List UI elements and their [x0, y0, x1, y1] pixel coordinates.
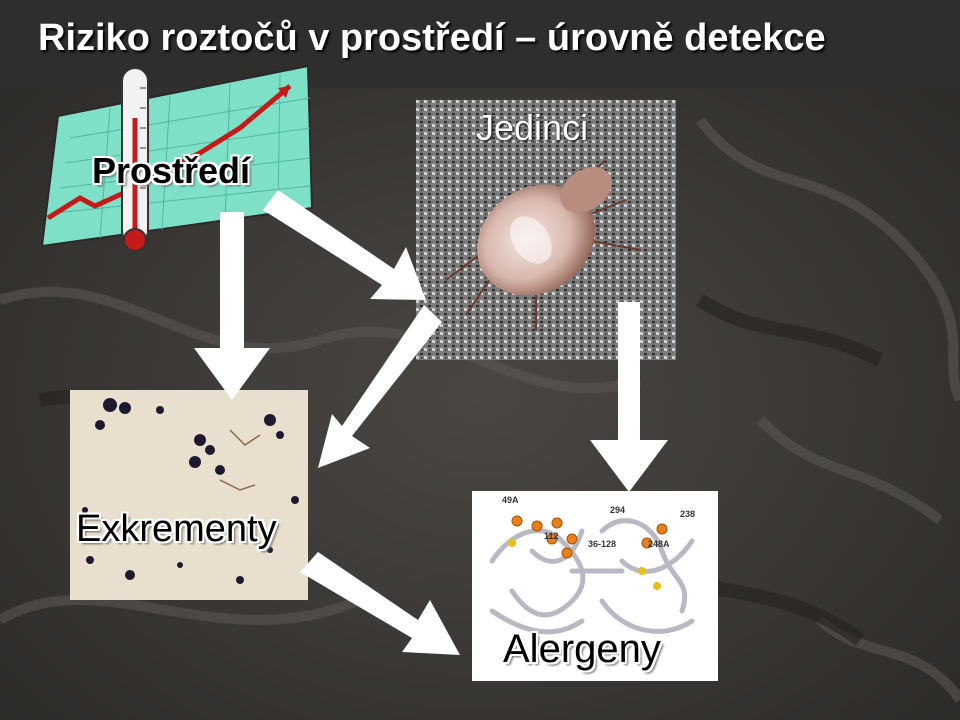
excrement-photo — [70, 390, 308, 600]
individuals-label: Jedinci — [476, 107, 589, 148]
environment-clipart — [40, 64, 314, 252]
excrements-label: Exkrementy — [76, 508, 277, 550]
arrow-individuals-to-allergens — [590, 302, 668, 492]
slide-title: Riziko roztočů v prostředí – úrovně dete… — [38, 17, 826, 59]
allergens-label: Alergeny — [503, 627, 661, 671]
arrow-individuals-to-excrements — [318, 305, 442, 468]
mite-photo — [416, 100, 676, 360]
residue-label: 294 — [610, 505, 625, 515]
arrow-environment-to-excrements — [194, 212, 270, 400]
residue-label: 49A — [502, 495, 519, 505]
residue-label: 238 — [680, 509, 695, 519]
residue-label: 36-128 — [588, 539, 616, 549]
residue-label: 112 — [544, 531, 559, 541]
arrow-excrements-to-allergens — [300, 552, 460, 655]
allergen-protein-structure: 49A 294 238 112 36-128 248A — [472, 491, 718, 681]
residue-label: 248A — [648, 539, 670, 549]
environment-label: Prostředí — [92, 150, 251, 191]
arrow-environment-to-individuals — [263, 190, 426, 300]
title-bar: Riziko roztočů v prostředí – úrovně dete… — [0, 0, 960, 88]
